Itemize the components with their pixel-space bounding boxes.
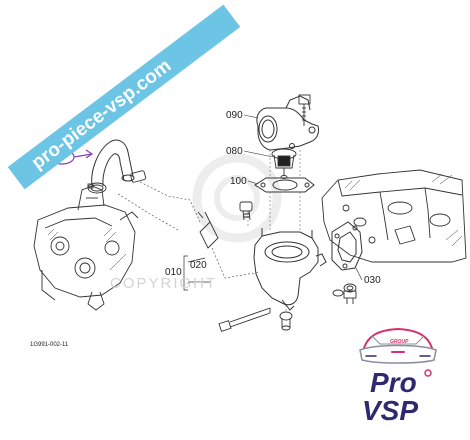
watermark-text: pro-piece-vsp.com	[28, 55, 176, 173]
assembly-bracket-010	[183, 255, 210, 291]
bypass-pipe-020	[197, 211, 219, 249]
washer	[332, 289, 344, 297]
temperature-sensor	[239, 201, 253, 221]
leader-lines	[117, 181, 261, 279]
gasket-030	[331, 221, 363, 271]
mounting-bolts	[218, 307, 293, 332]
copyright-text: COPYRIGHT	[110, 275, 217, 292]
thermostat-cover-090	[256, 95, 319, 151]
label-020: 020	[190, 260, 207, 271]
watermark-banner: pro-piece-vsp.com	[7, 4, 241, 190]
logo-dot-icon	[424, 369, 432, 377]
bypass-hose	[91, 139, 135, 187]
engine-block-right	[321, 169, 467, 263]
label-090: 090	[226, 110, 243, 121]
logo-group-text: GROUP	[390, 339, 409, 345]
water-pump-housing	[33, 185, 139, 311]
drain-plug	[343, 283, 357, 304]
diagram-code: 1G991-002-11	[30, 342, 69, 348]
label-010: 010	[165, 267, 182, 278]
guide-lines	[247, 150, 301, 312]
bolt-top	[298, 94, 311, 126]
label-030: 030	[364, 275, 381, 286]
label-100: 100	[230, 176, 247, 187]
gasket-100	[254, 177, 315, 193]
logo-vsp-text: VSP	[362, 395, 418, 426]
copyright-watermark	[192, 153, 282, 243]
pro-vsp-logo: GROUP Pro VSP	[359, 327, 437, 426]
hose-clamp-lower	[87, 182, 107, 194]
hose-clamp-upper	[130, 170, 147, 183]
thermostat-080	[271, 148, 297, 179]
car-icon	[359, 327, 437, 364]
thermostat-housing-body	[253, 228, 327, 311]
logo-pro-text: Pro	[370, 367, 417, 398]
label-080: 080	[226, 146, 243, 157]
